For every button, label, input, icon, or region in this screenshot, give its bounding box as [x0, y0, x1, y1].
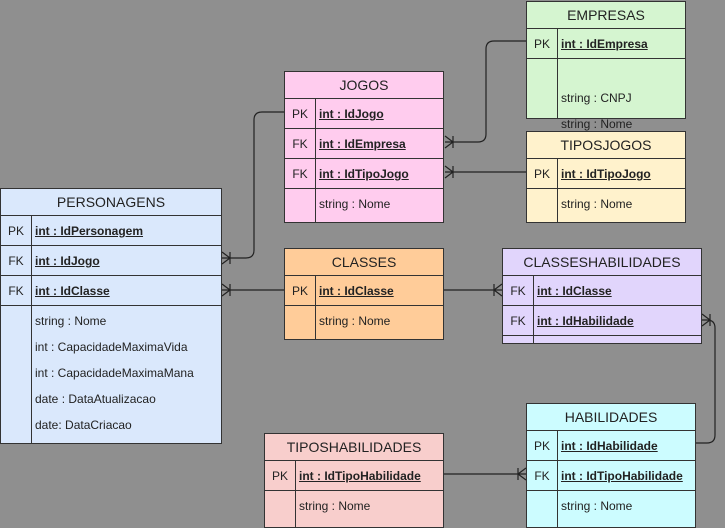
crowfoot-personagens-idclasse — [221, 283, 231, 297]
field-row: string : Nome — [527, 189, 685, 219]
field-row: date: DataCriacao — [1, 412, 221, 438]
table-habilidades[interactable]: HABILIDADES PK int : IdHabilidade FK int… — [526, 403, 696, 528]
field-name: int : IdTipoJogo — [561, 167, 651, 181]
field-row: PK int : IdHabilidade — [527, 431, 695, 461]
crowfoot-habilidades-idtipohabilidade — [517, 467, 527, 481]
field-name: string : Nome — [35, 314, 107, 328]
field-name: int : IdJogo — [319, 107, 384, 121]
field-name: int : IdTipoJogo — [319, 167, 409, 181]
table-title: TIPOSHABILIDADES — [265, 434, 443, 461]
key-label: FK — [8, 284, 24, 298]
field-name: int : IdHabilidade — [537, 314, 634, 328]
table-title: CLASSESHABILIDADES — [503, 249, 701, 276]
field-row: PK int : IdTipoJogo — [527, 159, 685, 189]
field-row: int : CapacidadeMaximaMana — [1, 360, 221, 386]
table-title: PERSONAGENS — [1, 189, 221, 216]
key-label: PK — [533, 167, 550, 181]
field-name: int : IdTipoHabilidade — [561, 469, 683, 483]
field-row: PK int : IdJogo — [285, 99, 443, 129]
field-row: PK int : IdTipoHabilidade — [265, 461, 443, 491]
field-row: string : Nome — [285, 189, 443, 219]
field-row: FK int : IdClasse — [503, 276, 701, 306]
link-empresas-jogos — [445, 40, 526, 143]
field-name: int : IdClasse — [319, 284, 394, 298]
field-name: int : IdTipoHabilidade — [299, 469, 421, 483]
table-personagens[interactable]: PERSONAGENS PK int : IdPersonagem FK int… — [0, 188, 222, 444]
field-name: string : Nome — [319, 197, 391, 211]
crowfoot-classeshabilidades-idhabilidade — [701, 313, 711, 327]
key-label: FK — [510, 284, 526, 298]
field-row: FK int : IdTipoHabilidade — [527, 461, 695, 491]
key-label: PK — [291, 284, 308, 298]
field-name: string : Nome — [299, 499, 371, 513]
field-name: int : IdJogo — [35, 254, 100, 268]
table-title: EMPRESAS — [527, 2, 685, 29]
field-row: int : CapacidadeMaximaVida — [1, 334, 221, 360]
field-row: FK int : IdTipoJogo — [285, 159, 443, 189]
field-name: date: DataCriacao — [35, 418, 132, 432]
key-label: PK — [271, 469, 288, 483]
key-label: PK — [7, 224, 24, 238]
field-name: int : IdHabilidade — [561, 439, 658, 453]
field-name: date : DataAtualizacao — [35, 392, 156, 406]
crowfoot-jogos-idempresa — [444, 135, 454, 149]
table-classes[interactable]: CLASSES PK int : IdClasse string : Nome — [284, 248, 444, 340]
field-row: FK int : IdJogo — [1, 246, 221, 276]
crowfoot-personagens-idjogo — [221, 251, 231, 265]
crowfoot-classeshabilidades-idclasse — [493, 283, 503, 297]
field-name: int : IdEmpresa — [319, 137, 406, 151]
field-row: string : Nome — [265, 491, 443, 521]
field-name: string : CNPJ — [561, 91, 632, 105]
table-empresas[interactable]: EMPRESAS PK int : IdEmpresa string : CNP… — [526, 1, 686, 131]
field-row: string : Nome — [527, 491, 695, 521]
table-title: HABILIDADES — [527, 404, 695, 431]
key-label: FK — [292, 167, 308, 181]
key-label: PK — [533, 439, 550, 453]
field-row: FK int : IdEmpresa — [285, 129, 443, 159]
empty-row — [527, 59, 685, 85]
field-name: int : IdClasse — [537, 284, 612, 298]
field-row: FK int : IdHabilidade — [503, 306, 701, 336]
field-name: string : Nome — [561, 197, 633, 211]
field-row: PK int : IdEmpresa — [527, 29, 685, 59]
key-label: FK — [8, 254, 24, 268]
field-row: string : Nome — [1, 308, 221, 334]
field-name: int : IdClasse — [35, 284, 110, 298]
table-title: TIPOSJOGOS — [527, 132, 685, 159]
key-label: PK — [533, 37, 550, 51]
crowfoot-jogos-idtipojogo — [444, 165, 454, 179]
field-name: string : Nome — [319, 314, 391, 328]
key-label: FK — [292, 137, 308, 151]
field-row: FK int : IdClasse — [1, 276, 221, 306]
field-name: string : Nome — [561, 499, 633, 513]
key-label: FK — [510, 314, 526, 328]
table-title: JOGOS — [285, 72, 443, 99]
field-row: string : CNPJ — [527, 85, 685, 111]
link-jogos-personagens — [222, 111, 284, 259]
field-name: int : IdPersonagem — [35, 224, 144, 238]
key-label: PK — [291, 107, 308, 121]
table-title: CLASSES — [285, 249, 443, 276]
table-tiposjogos[interactable]: TIPOSJOGOS PK int : IdTipoJogo string : … — [526, 131, 686, 223]
table-jogos[interactable]: JOGOS PK int : IdJogo FK int : IdEmpresa… — [284, 71, 444, 223]
field-name: int : CapacidadeMaximaVida — [35, 340, 188, 354]
field-name: string : Nome — [561, 117, 633, 131]
field-name: int : IdEmpresa — [561, 37, 648, 51]
field-row: string : Nome — [527, 111, 685, 137]
table-tiposhabilidades[interactable]: TIPOSHABILIDADES PK int : IdTipoHabilida… — [264, 433, 444, 528]
key-label: FK — [534, 469, 550, 483]
table-classeshabilidades[interactable]: CLASSESHABILIDADES FK int : IdClasse FK … — [502, 248, 702, 344]
field-row: PK int : IdPersonagem — [1, 216, 221, 246]
field-row: string : Nome — [285, 306, 443, 336]
field-row: PK int : IdClasse — [285, 276, 443, 306]
field-row: date : DataAtualizacao — [1, 386, 221, 412]
field-name: int : CapacidadeMaximaMana — [35, 366, 194, 380]
